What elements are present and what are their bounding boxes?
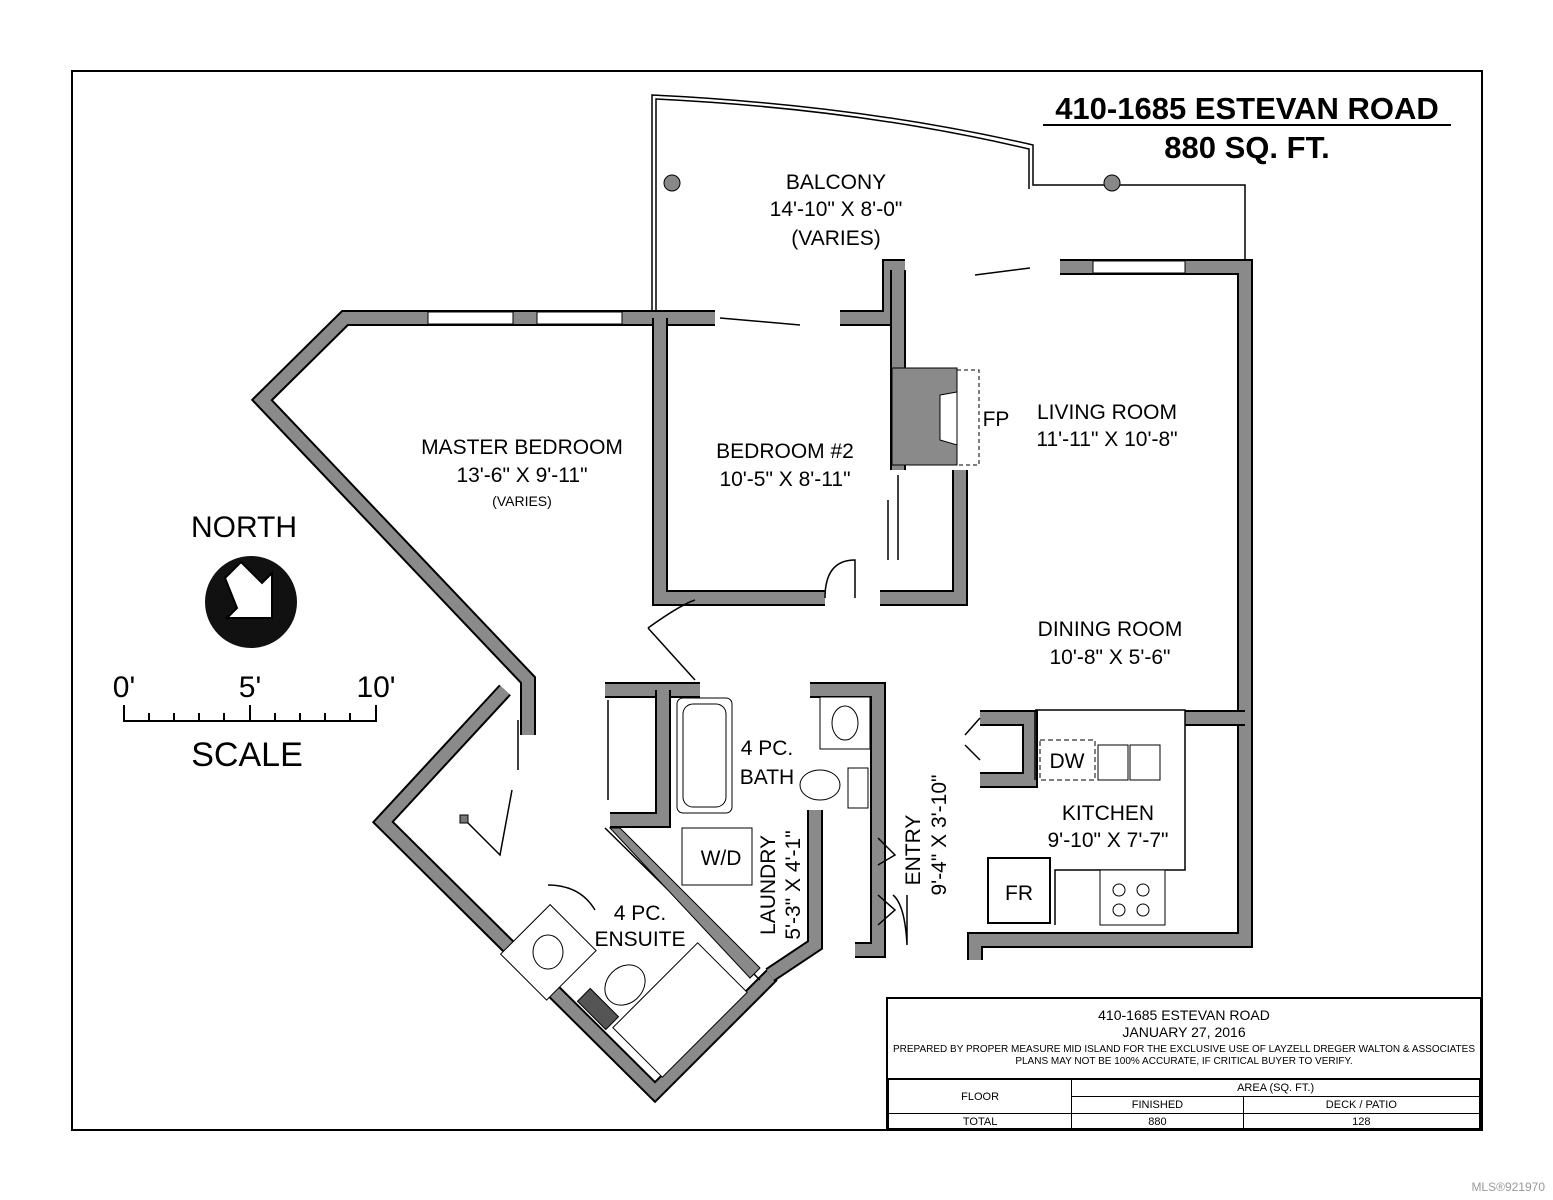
title-block: 410-1685 ESTEVAN ROAD JANUARY 27, 2016 P… (886, 997, 1482, 1131)
room-name: KITCHEN (1062, 802, 1154, 825)
scale-tick: 10' (356, 671, 395, 704)
room-name: ENSUITE (594, 928, 685, 951)
room-dims: 14'-10" X 8'-0" (770, 198, 903, 221)
room-name: LIVING ROOM (1037, 401, 1177, 424)
room-dims: 9'-10" X 7'-7" (1048, 829, 1169, 852)
room-name: MASTER BEDROOM (421, 436, 623, 459)
info-date: JANUARY 27, 2016 (1122, 1024, 1246, 1040)
info-disclaimer: PLANS MAY NOT BE 100% ACCURATE, IF CRITI… (1015, 1056, 1353, 1067)
scale-tick: 5' (239, 671, 261, 704)
scale-label: SCALE (191, 736, 303, 774)
north-label: NORTH (191, 511, 297, 544)
scale-bar: 0' 5' 10' SCALE (113, 671, 396, 774)
column-icon (1103, 174, 1121, 192)
walls (250, 259, 1253, 1104)
mls-watermark: MLS®921970 (1471, 1180, 1545, 1194)
scale-tick: 0' (113, 671, 135, 704)
room-dims: 13'-6" X 9'-11" (456, 464, 587, 487)
room-name: BEDROOM #2 (716, 440, 854, 463)
balcony-outline (651, 94, 1246, 310)
info-prepared: PREPARED BY PROPER MEASURE MID ISLAND FO… (893, 1044, 1475, 1055)
room-dims: 5'-3" X 4'-1" (782, 830, 805, 939)
fixtures (459, 267, 1186, 1078)
floor-header: FLOOR (887, 1079, 1073, 1114)
windows (427, 260, 1186, 325)
room-note: (VARIES) (492, 493, 552, 509)
room-name: 4 PC. (614, 902, 667, 925)
deck-cell: 128 (1242, 1113, 1481, 1131)
room-name: ENTRY (902, 815, 925, 886)
fireplace-label: FP (983, 408, 1010, 431)
room-dims: 11'-11" X 10'-8" (1036, 428, 1177, 451)
north-arrow-icon (205, 556, 297, 648)
plan-area: 880 SQ. FT. (1164, 130, 1329, 165)
room-dims: 10'-8" X 5'-6" (1050, 646, 1171, 669)
column-icon (663, 174, 681, 192)
room-name: BALCONY (786, 171, 886, 194)
room-name: 4 PC. (741, 737, 794, 760)
room-note: (VARIES) (791, 227, 880, 250)
room-dims: 9'-4" X 3'-10" (928, 775, 951, 896)
page-border (71, 70, 1483, 1131)
info-address: 410-1685 ESTEVAN ROAD (1098, 1007, 1270, 1023)
dishwasher-label: DW (1050, 750, 1085, 773)
room-name: BATH (740, 766, 794, 789)
room-name: LAUNDRY (757, 835, 780, 935)
plan-title: 410-1685 ESTEVAN ROAD (1055, 91, 1439, 126)
washer-dryer-label: W/D (701, 847, 742, 870)
fridge-label: FR (1005, 882, 1033, 905)
finished-cell: 880 (1071, 1113, 1244, 1131)
area-header: AREA (SQ. FT.) (1071, 1079, 1480, 1097)
finished-header: FINISHED (1071, 1096, 1244, 1114)
room-dims: 10'-5" X 8'-11" (719, 468, 850, 491)
deck-header: DECK / PATIO (1242, 1096, 1481, 1114)
floor-cell: TOTAL (887, 1113, 1073, 1131)
room-name: DINING ROOM (1038, 618, 1183, 641)
